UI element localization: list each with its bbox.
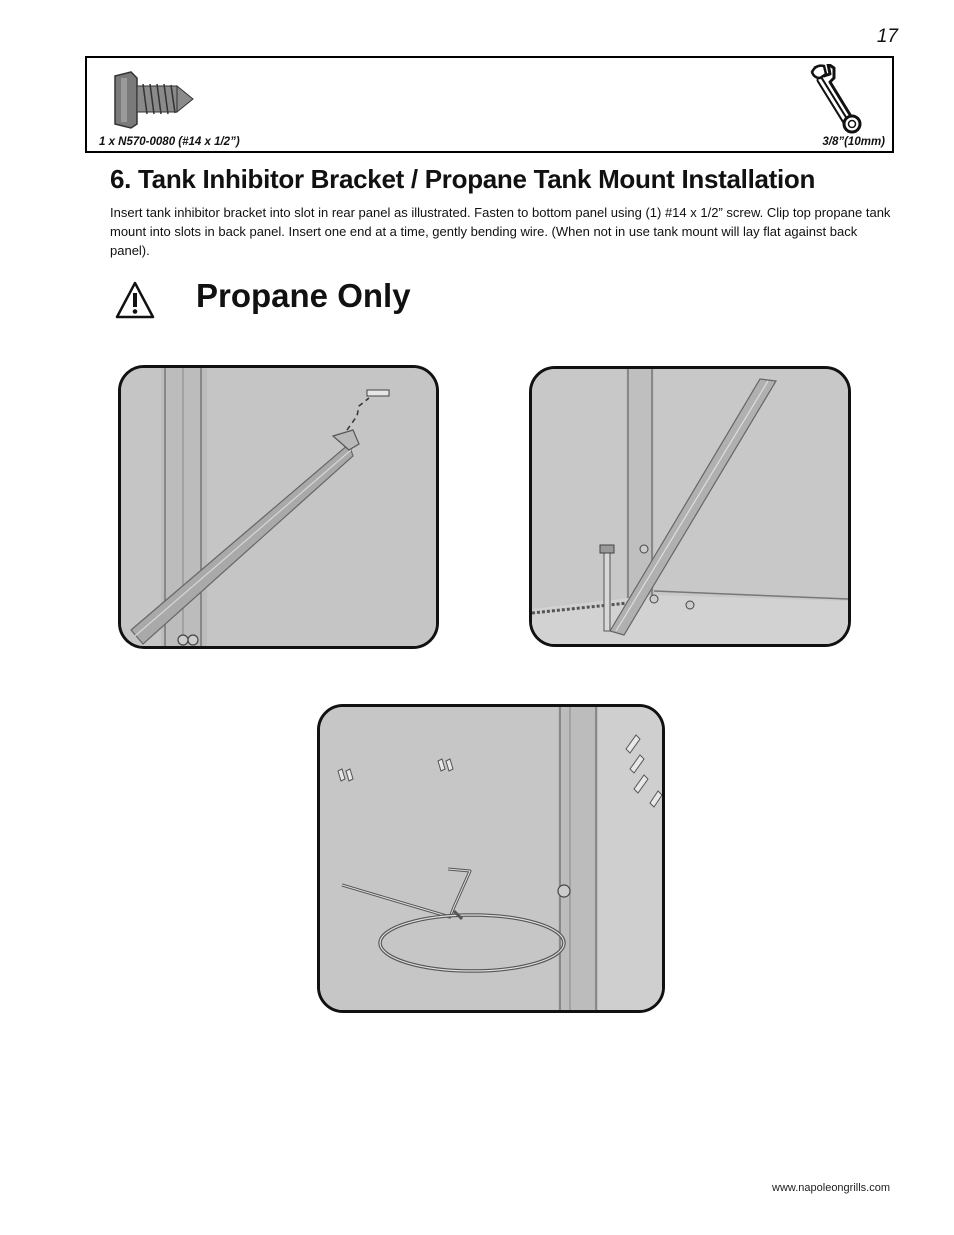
- section-title: 6. Tank Inhibitor Bracket / Propane Tank…: [110, 164, 816, 194]
- parts-box: 1 x N570-0080 (#14 x 1/2”) 3/8”(10mm): [85, 56, 894, 153]
- section-body: Insert tank inhibitor bracket into slot …: [110, 205, 891, 258]
- footer-url[interactable]: www.napoleongrills.com: [772, 1182, 890, 1194]
- warning-text: Propane Only: [196, 277, 411, 314]
- figure-tank-mount: [317, 704, 665, 1013]
- page-number: 17: [876, 26, 898, 47]
- part-label: 1 x N570-0080 (#14 x 1/2”): [99, 136, 240, 148]
- screw-icon: [114, 71, 194, 129]
- warning-triangle-icon: [115, 281, 155, 319]
- tool-label: 3/8”(10mm): [822, 136, 885, 148]
- figure-bracket-fasten: [529, 366, 851, 647]
- figure-bracket-insert: [118, 365, 439, 649]
- wrench-icon: [810, 64, 862, 134]
